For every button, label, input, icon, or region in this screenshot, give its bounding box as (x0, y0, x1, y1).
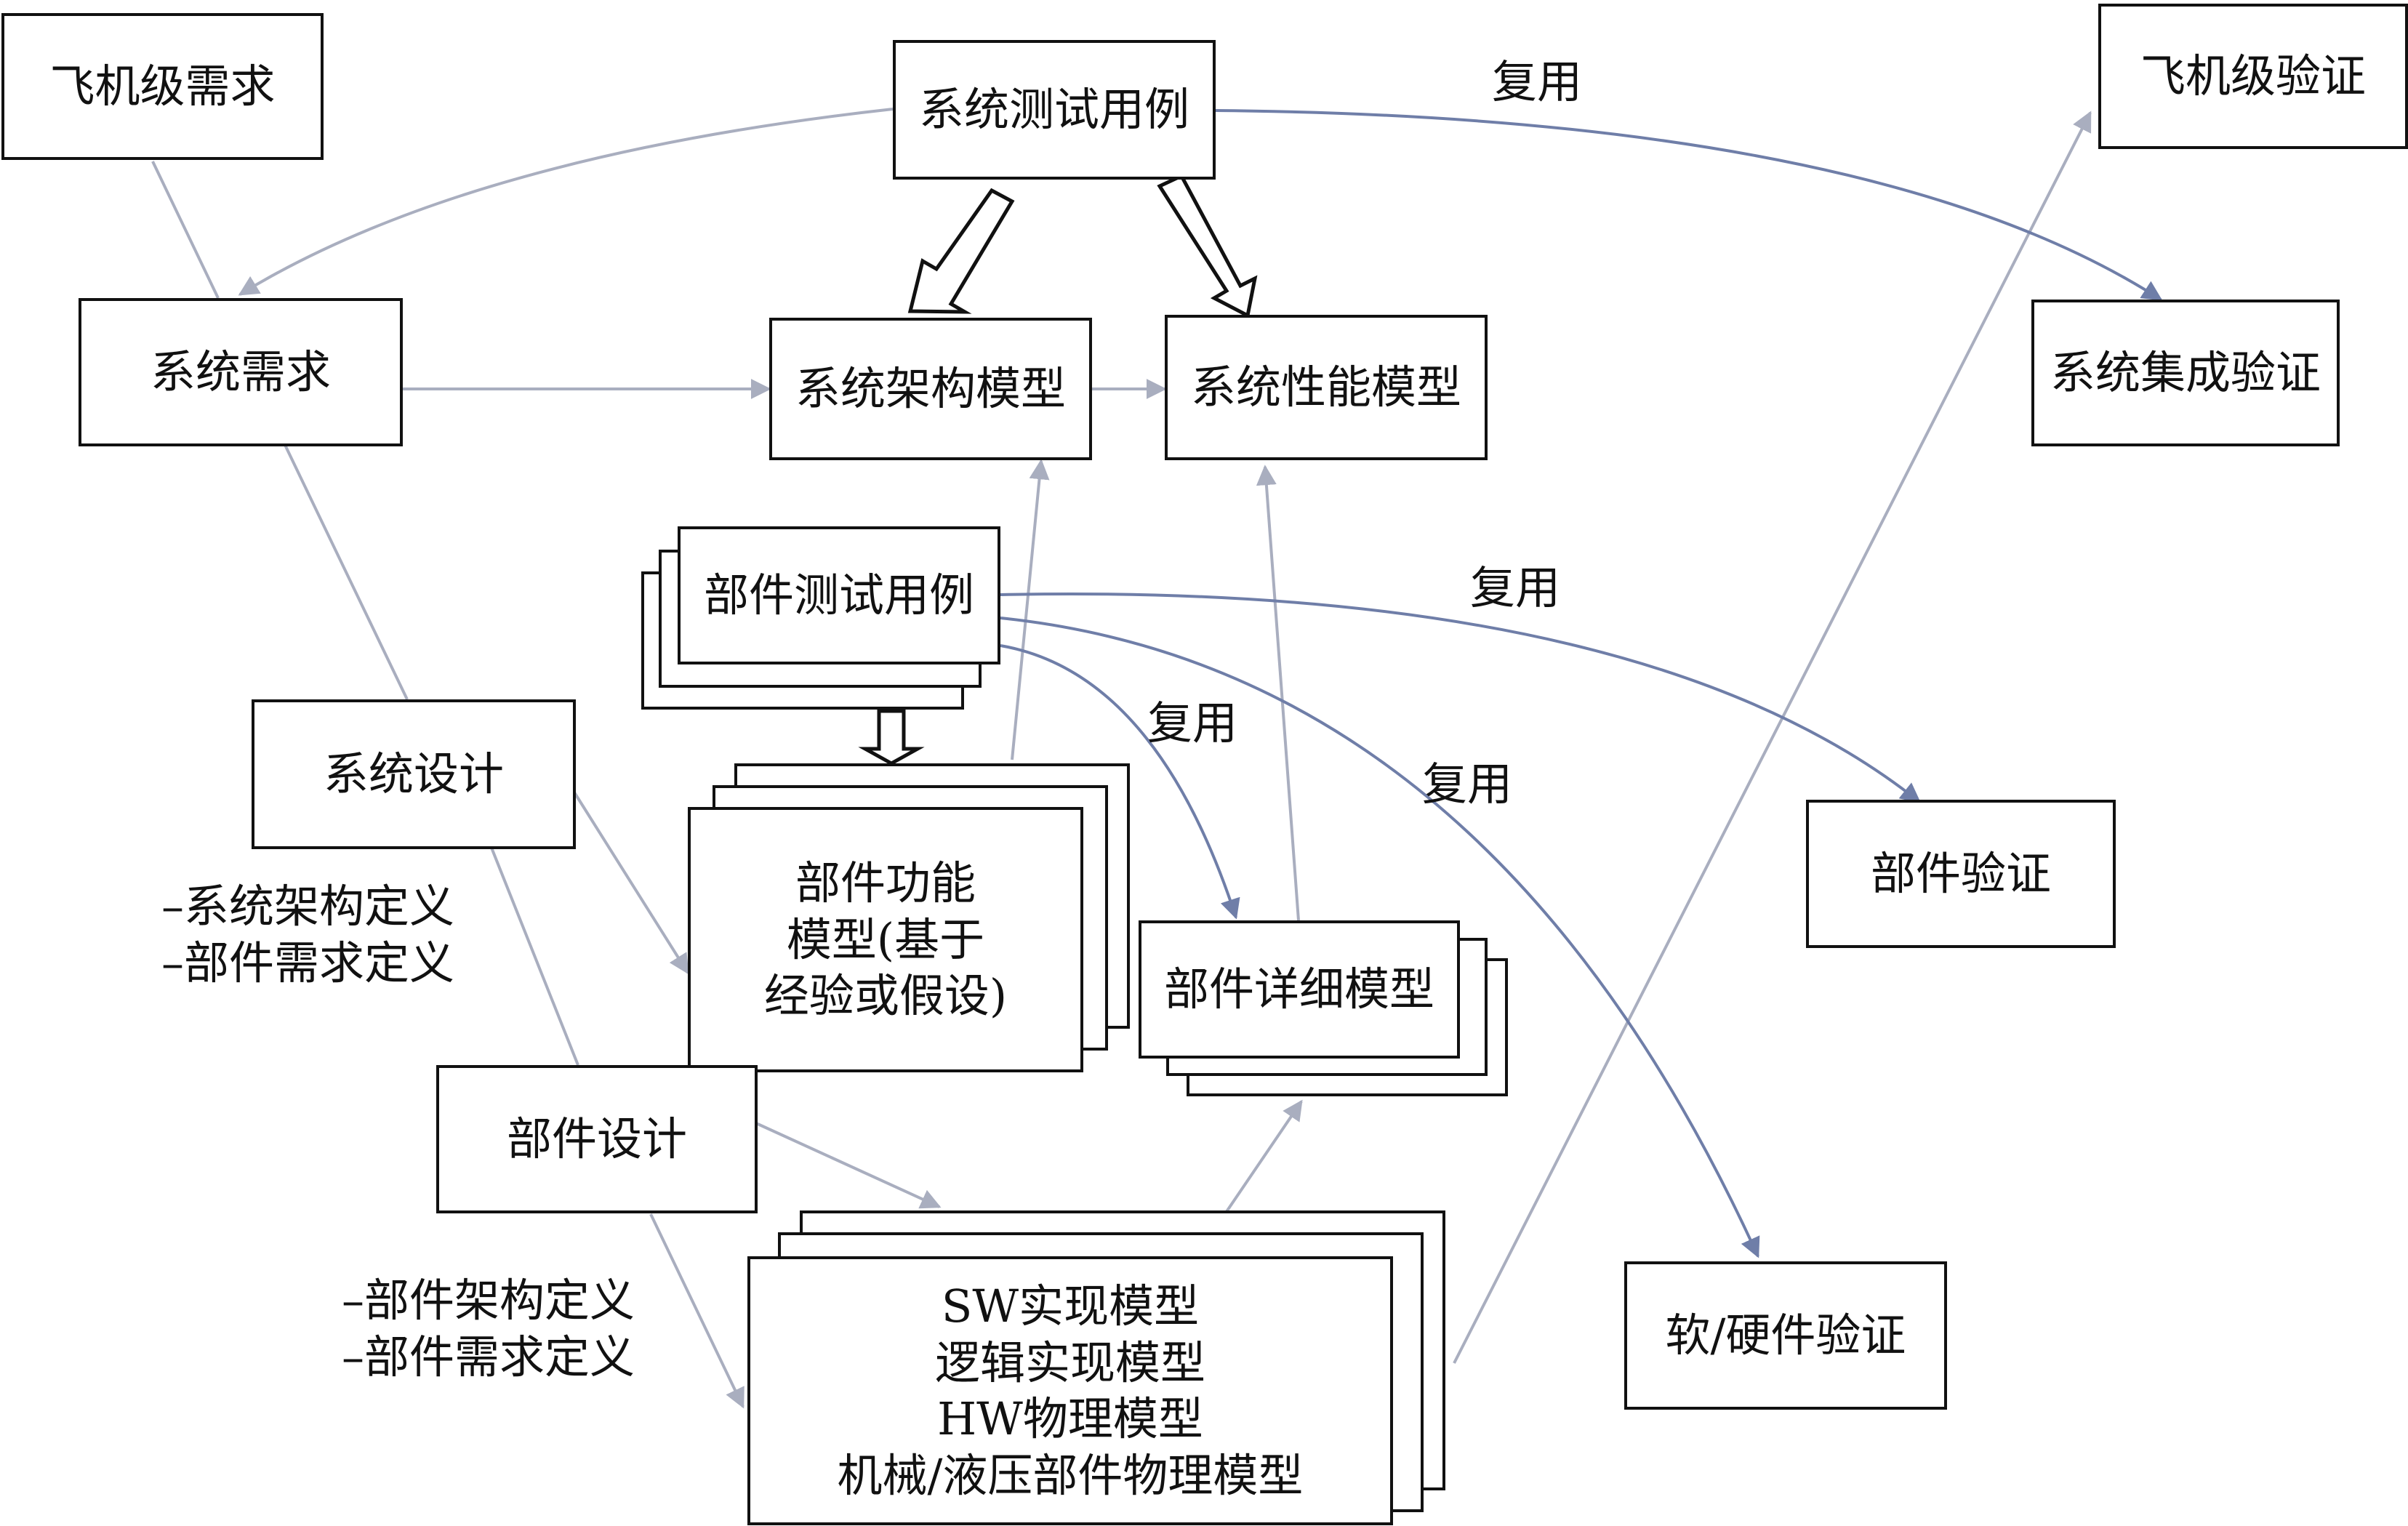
component-functional-model-line-3: 经验或假设) (763, 969, 1008, 1023)
software-hardware-verification-label: 软/硬件验证 (1665, 1309, 1906, 1362)
system-performance-model-box[interactable]: 系统性能模型 (1165, 315, 1488, 460)
arrow-comp-design-to-impl-left (649, 1213, 745, 1409)
component-requirements-definition-note: –部件需求定义 (161, 936, 455, 989)
arrow-comp-detail-to-sys-perf (1256, 465, 1300, 921)
arrow-sys-test-to-sys-req (238, 108, 894, 296)
aircraft-requirements-label: 飞机级需求 (49, 60, 276, 113)
system-architecture-model-box[interactable]: 系统架构模型 (769, 318, 1092, 460)
link-sys-design-comp-design (490, 847, 579, 1066)
hw-physical-model-line: HW物理模型 (937, 1392, 1203, 1445)
component-detailed-model-box[interactable]: 部件详细模型 (1139, 920, 1460, 1059)
component-detailed-model-label: 部件详细模型 (1163, 963, 1434, 1016)
system-test-cases-box[interactable]: 系统测试用例 (893, 40, 1216, 180)
system-design-label: 系统设计 (323, 747, 504, 801)
system-performance-model-label: 系统性能模型 (1190, 361, 1461, 414)
aircraft-requirements-box[interactable]: 飞机级需求 (1, 13, 324, 160)
component-verification-box[interactable]: 部件验证 (1806, 800, 2116, 948)
system-architecture-definition-note: –系统架构定义 (161, 880, 455, 933)
aircraft-verification-label: 飞机级验证 (2140, 49, 2366, 103)
hollow-arrow-comp-test-to-comp-func (858, 709, 925, 766)
component-functional-model-line-1: 部件功能 (795, 856, 976, 910)
system-requirements-box[interactable]: 系统需求 (79, 298, 403, 446)
arrow-reuse-sys-test-to-sys-integ (1213, 109, 2163, 301)
system-requirements-label: 系统需求 (150, 345, 331, 399)
arrow-impl-to-comp-detail (1224, 1099, 1303, 1214)
software-hardware-verification-box[interactable]: 软/硬件验证 (1624, 1261, 1947, 1410)
system-design-box[interactable]: 系统设计 (252, 699, 576, 849)
reuse-label-software-hardware: 复用 (1422, 758, 1513, 811)
arrow-reuse-comp-test-to-comp-detail (1000, 644, 1240, 920)
aircraft-verification-box[interactable]: 飞机级验证 (2098, 4, 2408, 149)
implementation-models-box[interactable]: SW实现模型 逻辑实现模型 HW物理模型 机械/液压部件物理模型 (747, 1256, 1393, 1525)
component-design-label: 部件设计 (506, 1112, 687, 1166)
system-test-cases-label: 系统测试用例 (918, 83, 1189, 137)
component-functional-model-line-2: 模型(基于 (786, 912, 985, 966)
component-test-cases-box[interactable]: 部件测试用例 (678, 526, 1000, 664)
component-test-cases-label: 部件测试用例 (703, 569, 974, 622)
system-architecture-model-label: 系统架构模型 (795, 362, 1066, 416)
arrow-reuse-comp-test-to-swhw-verify (1000, 617, 1760, 1258)
component-functional-model-box[interactable]: 部件功能 模型(基于 经验或假设) (688, 807, 1083, 1072)
mechanical-hydraulic-model-line: 机械/液压部件物理模型 (837, 1448, 1304, 1502)
component-requirements-definition-note-2: –部件需求定义 (342, 1330, 635, 1384)
component-architecture-definition-note: –部件架构定义 (342, 1274, 635, 1327)
logic-implementation-model-line: 逻辑实现模型 (934, 1336, 1205, 1389)
component-verification-label: 部件验证 (1870, 847, 2051, 901)
arrow-sys-design-to-comp-func (573, 791, 689, 975)
sw-implementation-model-line: SW实现模型 (941, 1280, 1200, 1333)
link-sys-req-sys-design (284, 444, 409, 700)
system-integration-verification-label: 系统集成验证 (2050, 346, 2321, 400)
reuse-label-component-verification: 复用 (1470, 561, 1561, 614)
arrow-reuse-comp-test-to-comp-verify (1000, 592, 1922, 803)
reuse-label-component-detail: 复用 (1147, 696, 1238, 750)
system-integration-verification-box[interactable]: 系统集成验证 (2031, 300, 2340, 446)
reuse-label-system-integration: 复用 (1492, 55, 1583, 108)
hollow-arrow-sys-test-to-sys-arch (907, 188, 1015, 314)
arrow-comp-func-to-sys-arch (1011, 459, 1050, 760)
arrow-impl-to-aircraft-verify (1453, 111, 2092, 1364)
hollow-arrow-sys-test-to-sys-perf (1157, 173, 1258, 318)
component-design-box[interactable]: 部件设计 (436, 1065, 758, 1213)
link-aircraft-req-sys-req (151, 161, 220, 299)
arrow-comp-design-to-impl (755, 1122, 942, 1209)
